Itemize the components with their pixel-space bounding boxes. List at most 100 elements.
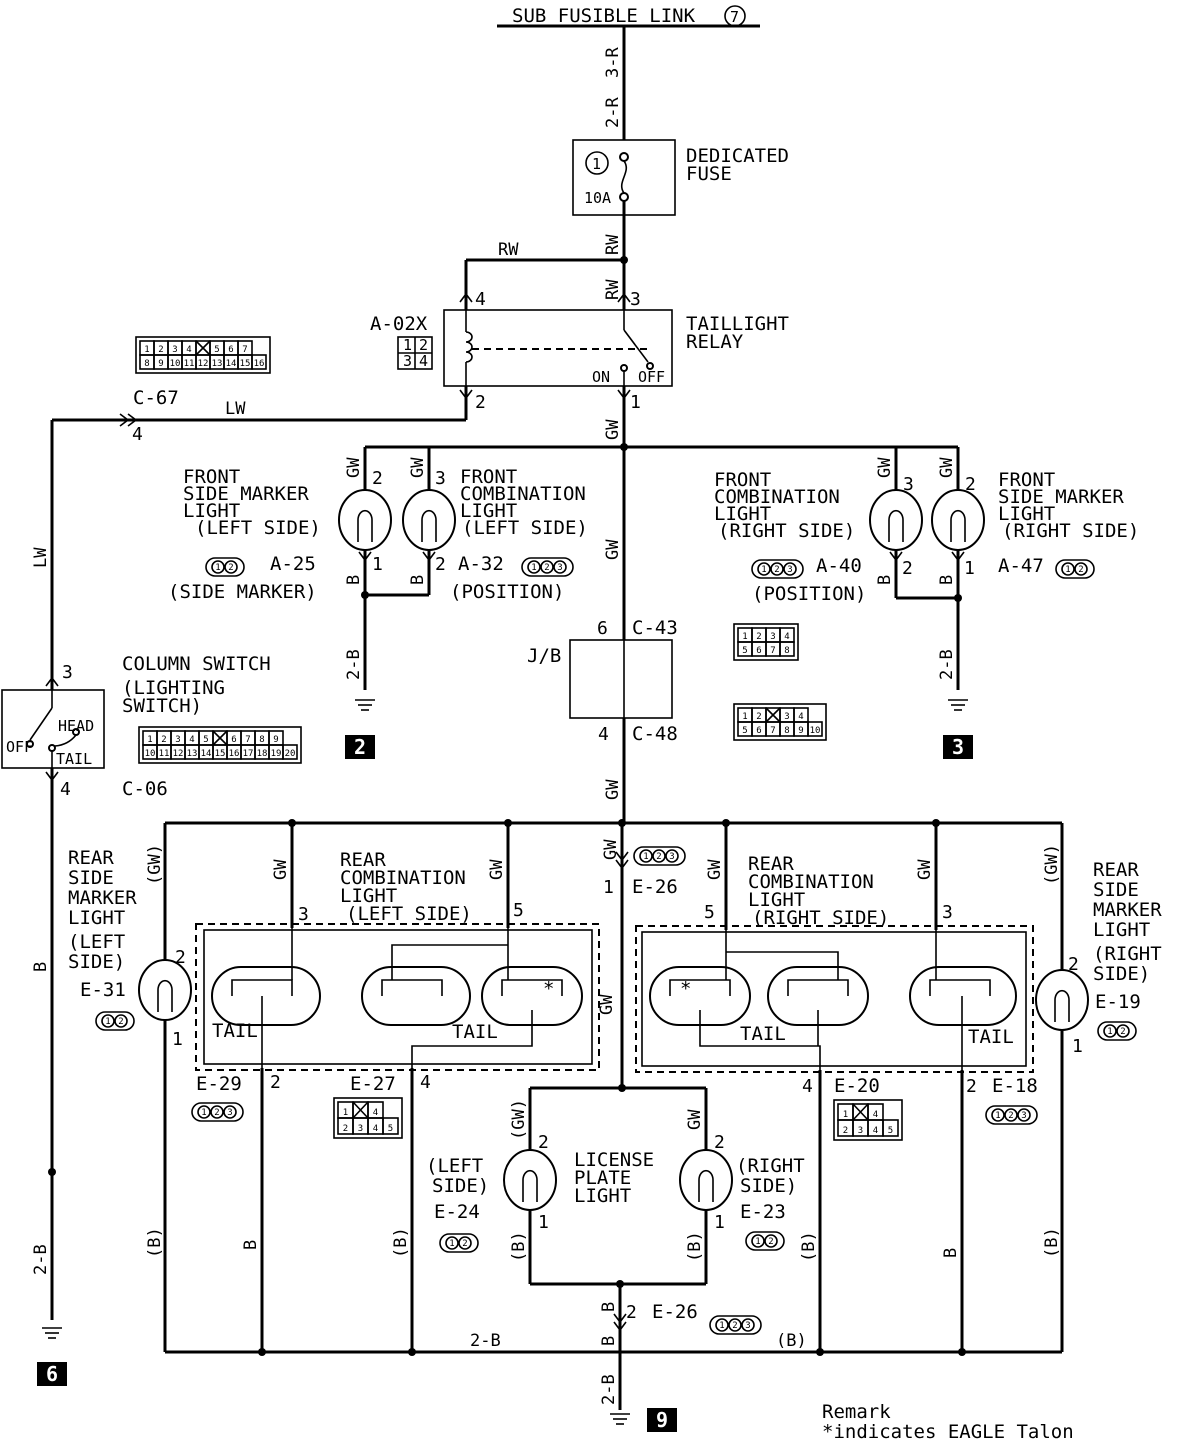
round-connector-pin-number: 2	[214, 1108, 219, 1118]
taillight-relay: 4 3 ON OFF A-02X TAILLIGHT RELAY 2 1	[370, 289, 789, 413]
round-connector-pin-number: 1	[755, 1237, 760, 1247]
round-connector-pin	[445, 1236, 459, 1250]
round-connector-pin	[553, 560, 567, 574]
svg-text:*: *	[543, 978, 554, 1000]
svg-text:E-23: E-23	[740, 1201, 786, 1223]
svg-text:3: 3	[435, 468, 446, 489]
connector-pin-number: 3	[858, 1126, 863, 1136]
svg-text:(SIDE MARKER): (SIDE MARKER)	[168, 581, 317, 603]
c67-pin: 4	[132, 424, 143, 445]
svg-text:(POSITION): (POSITION)	[752, 583, 866, 605]
round-connector-pin	[458, 1236, 472, 1250]
svg-text:1: 1	[372, 554, 383, 575]
round-connector-body	[633, 846, 686, 866]
connector-pin-number: 9	[798, 726, 803, 736]
svg-text:1: 1	[714, 1212, 725, 1233]
connector-pin-number: 19	[271, 749, 282, 759]
connector-pin-number: 8	[784, 646, 789, 656]
wire-label-rw-relay: RW	[603, 279, 623, 300]
round-connector-pin	[741, 1318, 755, 1332]
svg-text:2: 2	[435, 554, 446, 575]
svg-text:1: 1	[403, 336, 412, 354]
round-connector-pin-number: 3	[745, 1321, 750, 1331]
connector-cell	[282, 744, 298, 760]
svg-text:3: 3	[952, 735, 964, 759]
svg-text:3: 3	[903, 474, 914, 495]
connector-pin-number: 2	[343, 1124, 348, 1134]
relay-connector-id: A-02X	[370, 313, 428, 335]
svg-text:TAIL: TAIL	[452, 1021, 498, 1043]
round-connector-pin-number: 1	[215, 563, 220, 573]
svg-text:SIDE MARKER: SIDE MARKER	[183, 483, 309, 505]
connector-pin-number: 7	[770, 726, 775, 736]
svg-text:E-18: E-18	[992, 1075, 1038, 1097]
svg-text:GW: GW	[915, 859, 935, 880]
svg-text:LIGHT: LIGHT	[714, 503, 771, 525]
round-connector-pin	[1074, 562, 1088, 576]
wire-label-gw-mid: GW	[603, 539, 623, 560]
connector-pin-number: 15	[240, 359, 251, 369]
svg-text:REAR: REAR	[68, 847, 114, 869]
svg-text:(RIGHT: (RIGHT	[736, 1155, 805, 1177]
svg-text:LIGHT: LIGHT	[748, 889, 805, 911]
svg-text:E-20: E-20	[834, 1075, 880, 1097]
svg-text:(LEFT: (LEFT	[426, 1155, 483, 1177]
connector-pin-number: 10	[170, 359, 181, 369]
wire-label-gw-relay: GW	[603, 419, 623, 440]
svg-text:(LIGHTING: (LIGHTING	[122, 677, 225, 699]
svg-text:B: B	[241, 1240, 261, 1250]
wire-label-rw-top: RW	[498, 240, 519, 260]
svg-text:B: B	[599, 1302, 619, 1312]
svg-text:5: 5	[513, 900, 524, 921]
svg-text:B: B	[31, 962, 51, 972]
svg-text:GW: GW	[601, 839, 621, 860]
svg-text:LICENSE: LICENSE	[574, 1149, 654, 1171]
connector-cell	[882, 1119, 899, 1137]
round-connector-pin	[639, 849, 653, 863]
round-connector-pin	[991, 1108, 1005, 1122]
connector-pin-number: 13	[187, 749, 198, 759]
svg-text:B: B	[875, 575, 895, 585]
round-connector-body	[745, 1231, 785, 1251]
round-connector-pin	[210, 1105, 224, 1119]
round-connector-pin	[211, 560, 225, 574]
connector-pin-number: 16	[229, 749, 240, 759]
connector-pin-number: 4	[373, 1108, 378, 1118]
round-connector-pin	[783, 562, 797, 576]
svg-text:COLUMN SWITCH: COLUMN SWITCH	[122, 653, 271, 675]
round-connector-body	[95, 1011, 135, 1031]
license-plate-light: 2 2 1 1 (GW) GW (B) (B) LICENSE PLATE LI…	[426, 1084, 805, 1288]
connector-pin-number: 6	[756, 646, 761, 656]
svg-text:Remark: Remark	[822, 1401, 891, 1423]
svg-text:E-26: E-26	[632, 876, 678, 898]
round-connector-pin-number: 3	[787, 565, 792, 575]
svg-text:HEAD: HEAD	[58, 717, 94, 735]
round-connector-pin	[1017, 1108, 1031, 1122]
wire-label-3r: 3-R	[603, 47, 623, 78]
svg-text:(RIGHT SIDE): (RIGHT SIDE)	[718, 520, 855, 542]
svg-text:(LEFT: (LEFT	[68, 931, 125, 953]
round-connector-pin	[540, 560, 554, 574]
round-connector-pin	[224, 560, 238, 574]
connector-pin-number: 8	[784, 726, 789, 736]
svg-text:C-43: C-43	[632, 617, 678, 639]
rear-left-combination: GW GW 3 5 TAIL TAIL * REAR COMBINATION L…	[195, 819, 617, 1071]
relay-label-line2: RELAY	[686, 331, 744, 353]
connector-pin-number: 7	[770, 646, 775, 656]
svg-text:(B): (B)	[776, 1331, 807, 1351]
svg-text:2-B: 2-B	[344, 649, 364, 680]
round-connector-pin-number: 3	[227, 1108, 232, 1118]
svg-text:*: *	[680, 978, 691, 1000]
connector-pin-number: 2	[756, 632, 761, 642]
front-right-lights: GW GW 3 2 2 1 B B 2-B FRONT COMBINATION …	[714, 447, 1139, 690]
round-connector-pin	[757, 562, 771, 576]
connector-pin-number: 3	[172, 345, 177, 355]
connector-pin-number: 5	[203, 735, 208, 745]
relay-pin-2: 2	[475, 392, 486, 413]
round-connector-pin	[770, 562, 784, 576]
junction-block: J/B 6 C-43 4 C-48	[527, 617, 678, 745]
connector-pin-number: 3	[358, 1124, 363, 1134]
